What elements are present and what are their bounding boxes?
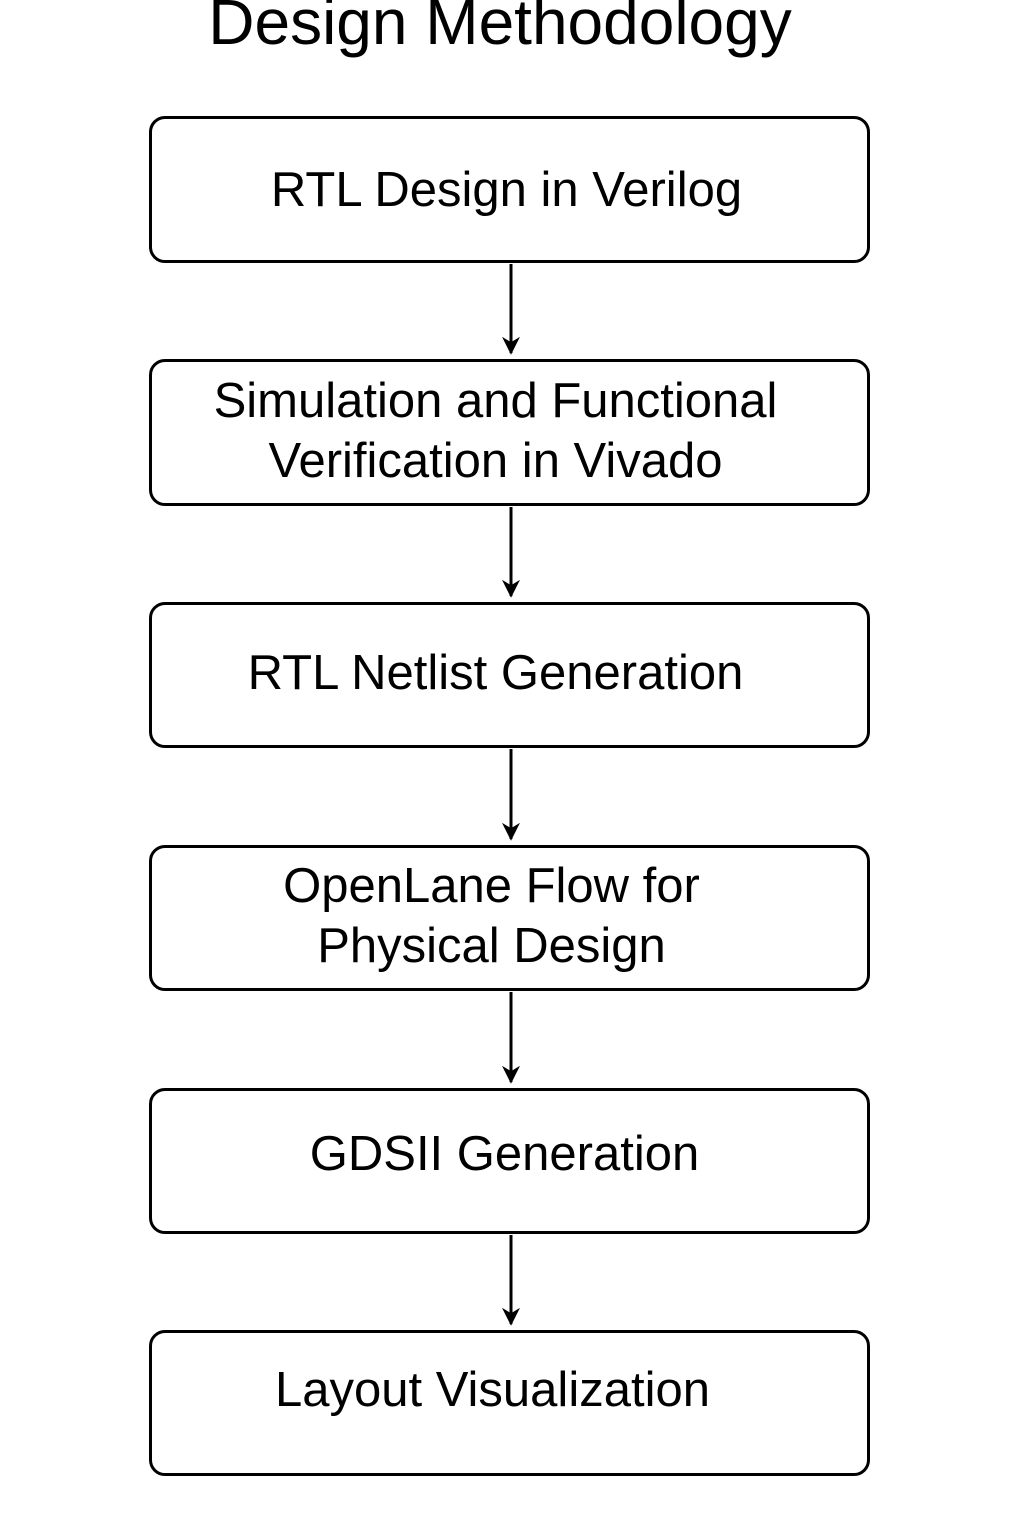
step-label: GDSII Generation	[309, 1127, 700, 1181]
step-rtl-netlist: RTL Netlist Generation	[149, 602, 870, 748]
step-label: Layout Visualization	[275, 1363, 710, 1417]
step-label: RTL Design in Verilog	[270, 162, 743, 217]
step-simulation-verification: Simulation and Functional Verification i…	[149, 359, 870, 506]
step-label: OpenLane Flow for	[283, 859, 700, 913]
step-rtl-design: RTL Design in Verilog	[149, 116, 870, 263]
step-layout-visualization: Layout Visualization	[149, 1330, 870, 1476]
step-openlane-flow: OpenLane Flow for Physical Design	[149, 845, 870, 991]
step-label: Verification in Vivado	[268, 433, 723, 488]
step-label: RTL Netlist Generation	[247, 646, 744, 700]
step-label: Physical Design	[317, 919, 666, 973]
step-gdsii-generation: GDSII Generation	[149, 1088, 870, 1234]
step-label: Simulation and Functional	[213, 373, 778, 428]
diagram-title: Design Methodology	[208, 0, 792, 58]
